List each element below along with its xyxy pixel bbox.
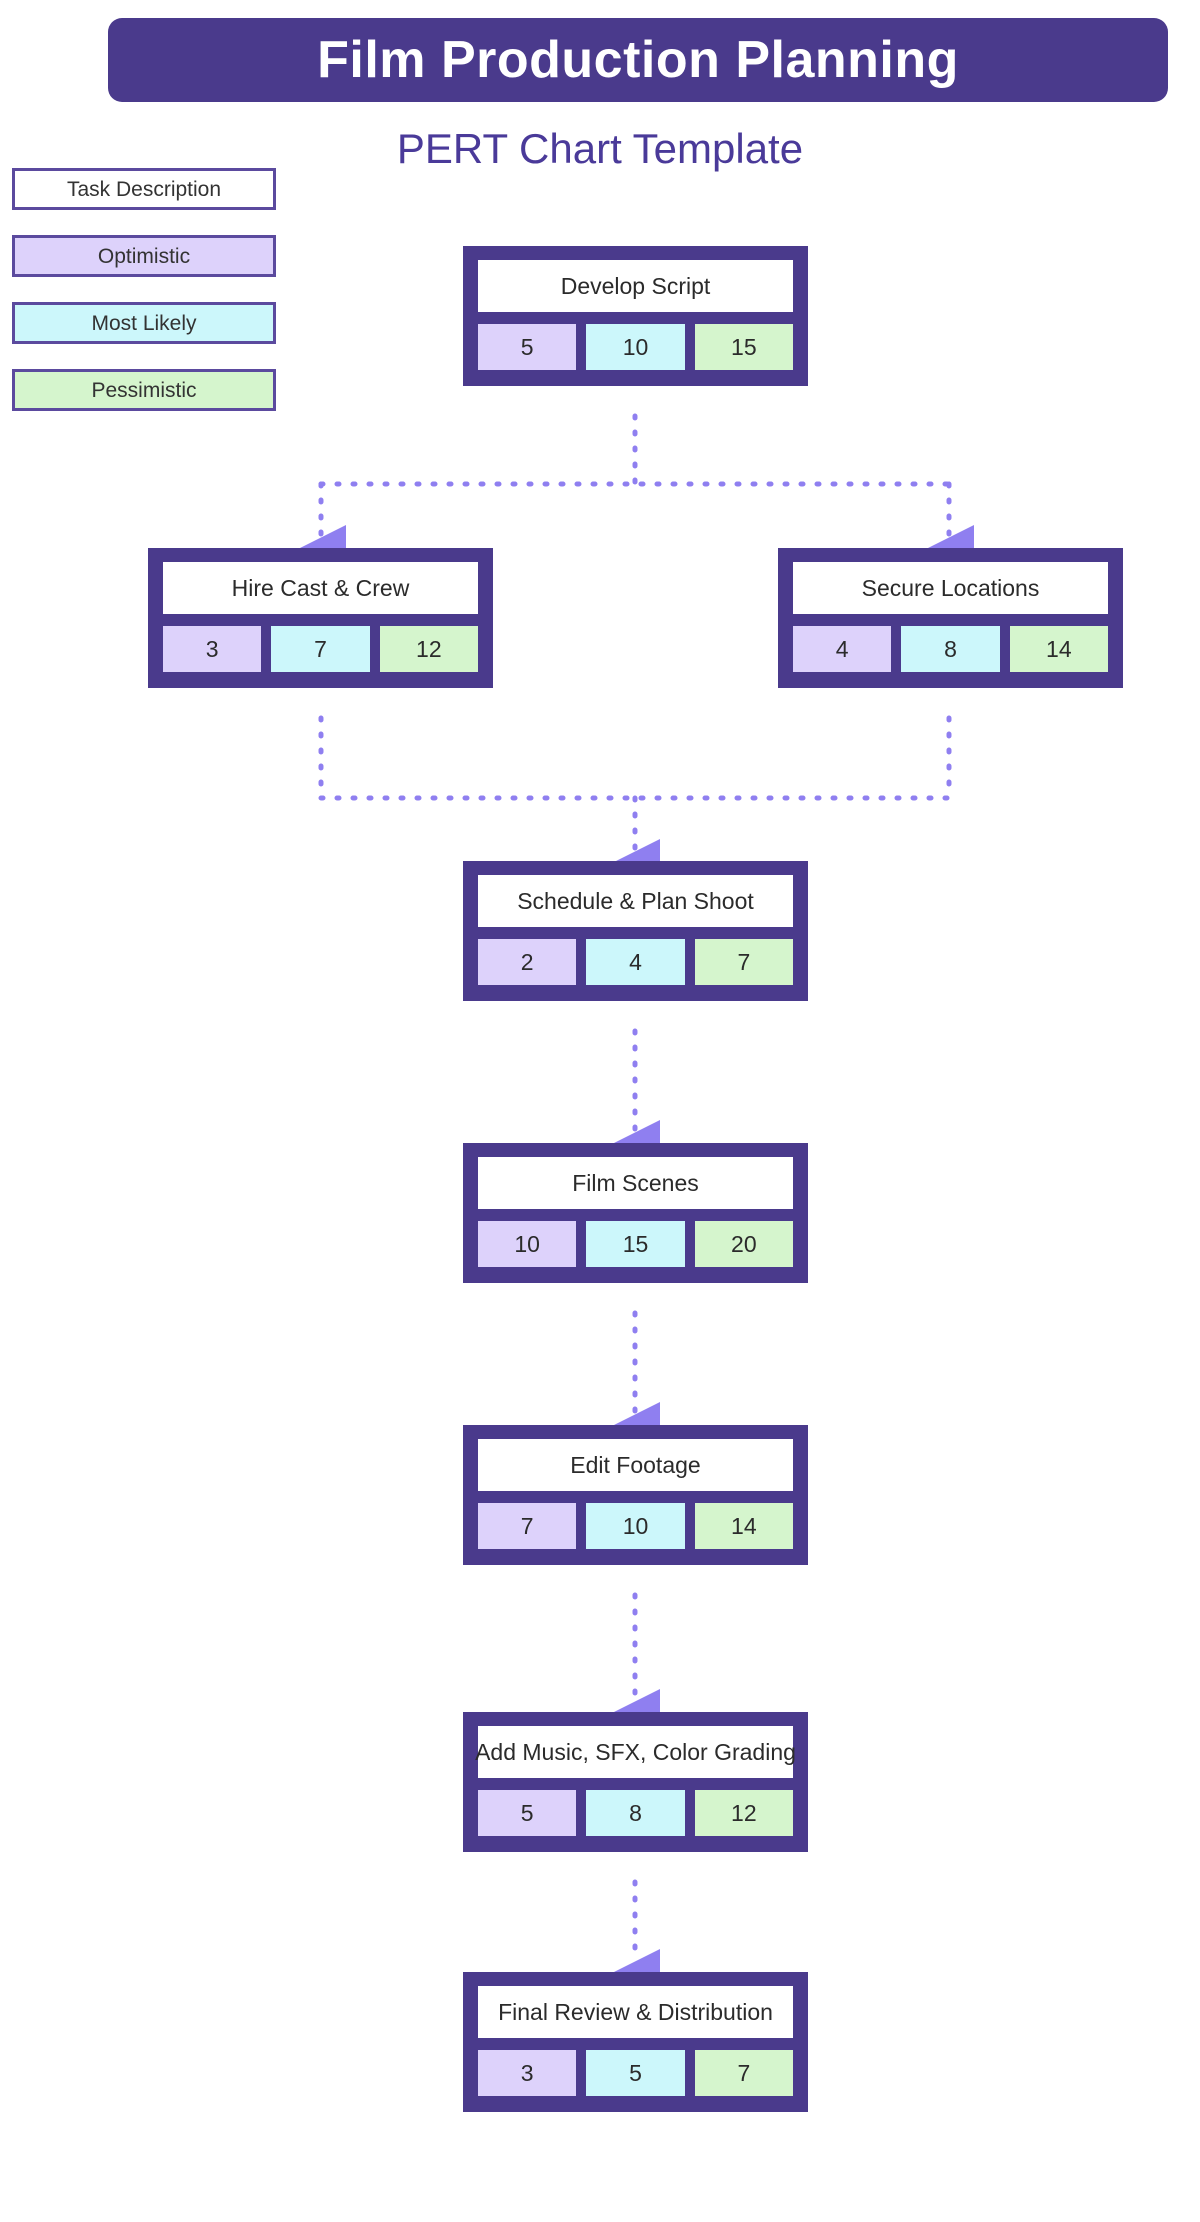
legend-item-most-likely: Most Likely bbox=[12, 302, 276, 344]
task-estimates: 5 8 12 bbox=[478, 1790, 793, 1836]
estimate-optimistic: 7 bbox=[478, 1503, 577, 1549]
estimate-most-likely: 8 bbox=[901, 626, 1000, 672]
estimate-value: 20 bbox=[731, 1230, 757, 1257]
estimate-value: 7 bbox=[737, 2059, 751, 2086]
estimate-value: 8 bbox=[944, 635, 957, 662]
task-estimates: 4 8 14 bbox=[793, 626, 1108, 672]
estimate-optimistic: 4 bbox=[793, 626, 892, 672]
task-label: Edit Footage bbox=[570, 1451, 701, 1478]
task-node-schedule-plan-shoot[interactable]: Schedule & Plan Shoot 2 4 7 bbox=[463, 861, 808, 1001]
legend-item-optimistic: Optimistic bbox=[12, 235, 276, 277]
page-subtitle: PERT Chart Template bbox=[396, 125, 804, 172]
estimate-value: 7 bbox=[520, 1512, 534, 1539]
legend-item-task-description: Task Description bbox=[12, 168, 276, 210]
estimate-value: 10 bbox=[514, 1230, 540, 1257]
title-banner: Film Production Planning bbox=[108, 18, 1168, 102]
estimate-value: 5 bbox=[520, 1799, 534, 1826]
legend-label: Most Likely bbox=[91, 311, 197, 335]
task-node-add-music-sfx-color-grading[interactable]: Add Music, SFX, Color Grading 5 8 12 bbox=[463, 1712, 808, 1852]
estimate-value: 14 bbox=[731, 1512, 757, 1539]
estimate-value: 10 bbox=[622, 1512, 649, 1539]
estimate-value: 4 bbox=[835, 635, 849, 662]
task-label: Secure Locations bbox=[861, 574, 1040, 601]
task-title-bar: Final Review & Distribution bbox=[478, 1986, 793, 2038]
task-node-hire-cast-crew[interactable]: Hire Cast & Crew 3 7 12 bbox=[148, 548, 493, 688]
task-title-bar: Add Music, SFX, Color Grading bbox=[475, 1726, 796, 1778]
task-estimates: 10 15 20 bbox=[478, 1221, 793, 1267]
task-title-bar: Edit Footage bbox=[478, 1439, 793, 1491]
estimate-value: 4 bbox=[629, 948, 642, 975]
estimate-pessimistic: 7 bbox=[694, 939, 793, 985]
estimate-value: 10 bbox=[622, 333, 649, 360]
legend-label: Task Description bbox=[66, 177, 222, 201]
estimate-most-likely: 7 bbox=[271, 626, 370, 672]
legend-label: Optimistic bbox=[97, 244, 191, 268]
estimate-value: 7 bbox=[314, 635, 327, 662]
estimate-pessimistic: 12 bbox=[694, 1790, 793, 1836]
task-estimates: 2 4 7 bbox=[478, 939, 793, 985]
estimate-value: 15 bbox=[731, 333, 757, 360]
estimate-pessimistic: 12 bbox=[379, 626, 478, 672]
legend-label: Pessimistic bbox=[91, 378, 197, 402]
estimate-most-likely: 10 bbox=[586, 1503, 685, 1549]
estimate-most-likely: 5 bbox=[586, 2050, 685, 2096]
estimate-pessimistic: 14 bbox=[694, 1503, 793, 1549]
estimate-optimistic: 10 bbox=[478, 1221, 577, 1267]
estimate-optimistic: 3 bbox=[163, 626, 262, 672]
estimate-value: 12 bbox=[731, 1799, 757, 1826]
task-label: Add Music, SFX, Color Grading bbox=[475, 1738, 796, 1765]
estimate-pessimistic: 7 bbox=[694, 2050, 793, 2096]
estimate-optimistic: 2 bbox=[478, 939, 577, 985]
estimate-value: 8 bbox=[629, 1799, 642, 1826]
estimate-value: 12 bbox=[416, 635, 442, 662]
estimate-optimistic: 5 bbox=[478, 324, 577, 370]
estimate-optimistic: 5 bbox=[478, 1790, 577, 1836]
estimate-value: 14 bbox=[1046, 635, 1072, 662]
task-node-secure-locations[interactable]: Secure Locations 4 8 14 bbox=[778, 548, 1123, 688]
task-title-bar: Secure Locations bbox=[793, 562, 1108, 614]
task-node-develop-script[interactable]: Develop Script 5 10 15 bbox=[463, 246, 808, 386]
task-label: Develop Script bbox=[560, 272, 711, 299]
estimate-value: 7 bbox=[737, 948, 751, 975]
estimate-pessimistic: 15 bbox=[694, 324, 793, 370]
legend-item-pessimistic: Pessimistic bbox=[12, 369, 276, 411]
estimate-most-likely: 8 bbox=[586, 1790, 685, 1836]
task-title-bar: Hire Cast & Crew bbox=[163, 562, 478, 614]
task-label: Film Scenes bbox=[572, 1169, 699, 1196]
estimate-value: 3 bbox=[520, 2059, 534, 2086]
estimate-optimistic: 3 bbox=[478, 2050, 577, 2096]
task-node-edit-footage[interactable]: Edit Footage 7 10 14 bbox=[463, 1425, 808, 1565]
estimate-value: 5 bbox=[629, 2059, 642, 2086]
estimate-most-likely: 10 bbox=[586, 324, 685, 370]
page-title: Film Production Planning bbox=[317, 31, 959, 89]
estimate-pessimistic: 14 bbox=[1009, 626, 1108, 672]
task-label: Final Review & Distribution bbox=[498, 1998, 773, 2025]
task-estimates: 3 5 7 bbox=[478, 2050, 793, 2096]
task-node-film-scenes[interactable]: Film Scenes 10 15 20 bbox=[463, 1143, 808, 1283]
estimate-most-likely: 4 bbox=[586, 939, 685, 985]
task-title-bar: Schedule & Plan Shoot bbox=[478, 875, 793, 927]
task-label: Hire Cast & Crew bbox=[231, 574, 410, 601]
task-estimates: 5 10 15 bbox=[478, 324, 793, 370]
task-node-final-review-distribution[interactable]: Final Review & Distribution 3 5 7 bbox=[463, 1972, 808, 2112]
estimate-value: 3 bbox=[205, 635, 219, 662]
estimate-value: 5 bbox=[520, 333, 534, 360]
task-title-bar: Develop Script bbox=[478, 260, 793, 312]
task-label: Schedule & Plan Shoot bbox=[517, 887, 754, 914]
legend: Task Description Optimistic Most Likely … bbox=[12, 168, 280, 436]
task-title-bar: Film Scenes bbox=[478, 1157, 793, 1209]
task-estimates: 7 10 14 bbox=[478, 1503, 793, 1549]
estimate-most-likely: 15 bbox=[586, 1221, 685, 1267]
estimate-pessimistic: 20 bbox=[694, 1221, 793, 1267]
estimate-value: 2 bbox=[520, 948, 534, 975]
task-estimates: 3 7 12 bbox=[163, 626, 478, 672]
estimate-value: 15 bbox=[622, 1230, 649, 1257]
